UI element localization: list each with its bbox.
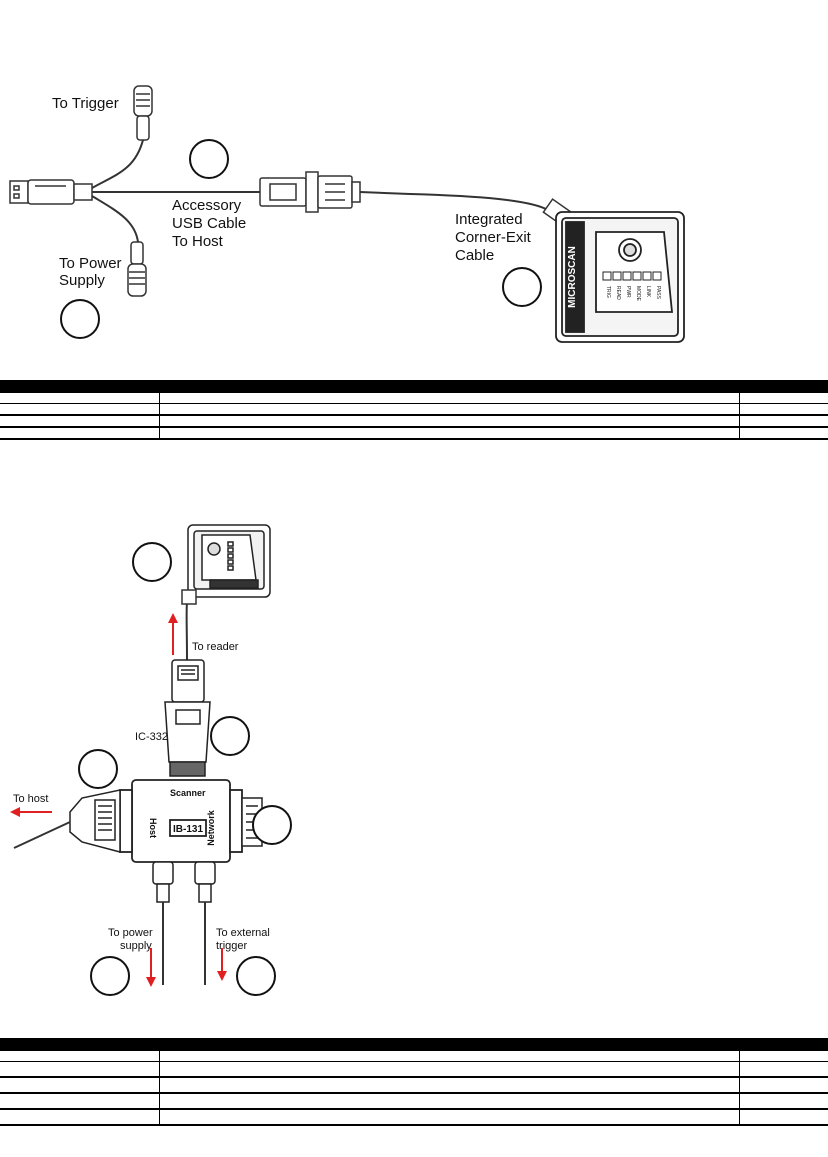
reader-strain-relief (181, 589, 197, 605)
led-label-pass: PASS (655, 286, 661, 300)
callout-circle-network (252, 805, 292, 845)
reader-device (555, 211, 685, 343)
label-integrated-2: Corner-Exit (455, 229, 532, 246)
label-scanner: Scanner (170, 788, 206, 798)
table-row (0, 427, 828, 440)
table-row (0, 403, 828, 416)
top-connection-diagram: MICROSCAN TRIG READ PWR MODE LINK PASS T… (9, 85, 685, 343)
power-and-trigger-cables (162, 902, 206, 985)
reader-device-small (187, 524, 271, 598)
table-row (0, 1051, 828, 1062)
power-and-trigger-connectors (152, 861, 216, 903)
label-host: Host (148, 818, 158, 838)
led-label-read: READ (615, 286, 621, 300)
callout-circle-cable (189, 139, 229, 179)
label-to-power-2: supply (120, 940, 152, 952)
callout-circle-trigger (236, 956, 276, 996)
usb-plug (9, 179, 93, 205)
table-row (0, 1093, 828, 1110)
label-accessory-2: USB Cable (172, 215, 246, 232)
cable-lines (91, 139, 549, 243)
callout-circles (60, 139, 542, 339)
callout-circle-host (78, 749, 118, 789)
label-integrated-1: Integrated (455, 211, 523, 228)
ib131-box (119, 779, 243, 863)
label-to-ext-2: trigger (216, 940, 248, 952)
db9-connector-pair (259, 171, 361, 213)
parts-table-1 (0, 380, 828, 440)
label-power-1: To Power (59, 255, 122, 272)
label-ib131: IB-131 (173, 824, 203, 835)
callout-circles-bottom (78, 542, 292, 996)
callout-circle-reader (502, 267, 542, 307)
label-to-power-1: To power (108, 927, 153, 939)
callout-circle-reader (132, 542, 172, 582)
reader-led-row (602, 271, 662, 281)
label-network: Network (206, 809, 216, 846)
parts-table-2 (0, 1038, 828, 1126)
label-to-host: To host (13, 793, 48, 805)
table-row (0, 1061, 828, 1078)
label-accessory-3: To Host (172, 233, 224, 250)
callout-circle-power (90, 956, 130, 996)
ic332-adapter (164, 659, 211, 777)
led-label-trig: TRIG (605, 286, 611, 298)
led-label-mode: MODE (635, 286, 641, 302)
label-integrated-3: Cable (455, 247, 494, 264)
table-header-row (0, 380, 828, 393)
callout-circle-ic332 (210, 716, 250, 756)
bottom-labels: To reader IC-332 To host Scanner Host IB… (13, 641, 270, 952)
power-connector (127, 241, 147, 297)
label-to-ext-1: To external (216, 927, 270, 939)
reader-brand-label: MICROSCAN (567, 246, 578, 308)
trigger-connector (133, 85, 153, 141)
host-cable (13, 821, 71, 849)
table-row (0, 1109, 828, 1126)
label-ic332: IC-332 (135, 731, 168, 743)
bottom-connection-diagram: To reader IC-332 To host Scanner Host IB… (10, 524, 292, 996)
callout-circle-power (60, 299, 100, 339)
label-to-reader: To reader (192, 641, 239, 653)
table-row (0, 415, 828, 428)
led-label-pwr: PWR (625, 286, 631, 298)
top-labels: To Trigger Accessory USB Cable To Host T… (52, 95, 532, 289)
table-header-row (0, 1038, 828, 1051)
reader-led-labels: TRIG READ PWR MODE LINK PASS (605, 286, 661, 302)
label-accessory-1: Accessory (172, 197, 242, 214)
table-row (0, 393, 828, 404)
label-to-trigger: To Trigger (52, 95, 119, 112)
label-power-2: Supply (59, 272, 105, 289)
led-label-link: LINK (645, 286, 651, 298)
table-row (0, 1077, 828, 1094)
host-connector (69, 789, 121, 853)
